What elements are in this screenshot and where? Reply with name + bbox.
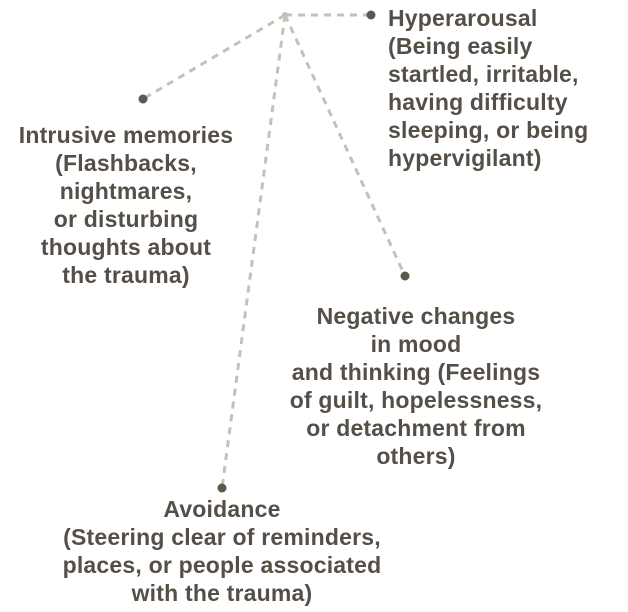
connector-line-intrusive-memories: [142, 13, 286, 101]
node-dot-intrusive-memories: [138, 94, 148, 104]
node-label-negative-changes: Negative changes in mood and thinking (F…: [289, 303, 543, 469]
hub-dot: [282, 12, 288, 18]
node-label-avoidance: Avoidance (Steering clear of reminders, …: [62, 496, 382, 606]
node-dot-hyperarousal: [366, 10, 376, 20]
node-label-intrusive-memories: Intrusive memories (Flashbacks, nightmar…: [18, 122, 234, 288]
node-label-hyperarousal: Hyperarousal (Being easily startled, irr…: [388, 5, 589, 171]
node-dot-negative-changes: [400, 271, 410, 281]
node-dot-avoidance: [217, 483, 227, 493]
connector-line-avoidance: [220, 14, 287, 489]
connector-line-negative-changes: [283, 14, 407, 277]
